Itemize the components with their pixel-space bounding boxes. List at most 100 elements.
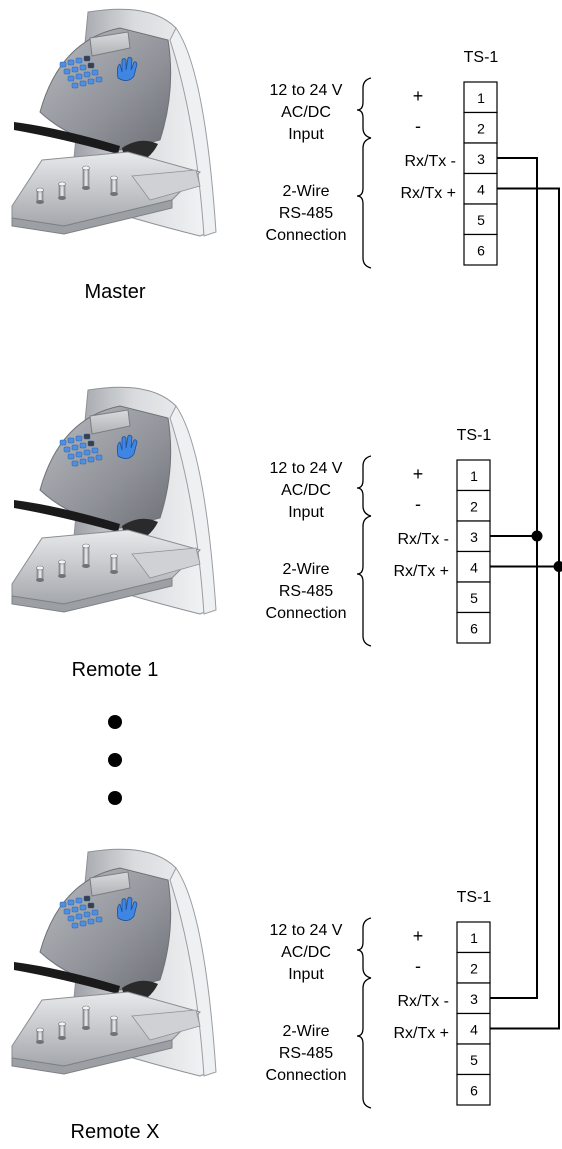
terminal-block-label: TS-1 — [464, 49, 499, 66]
keypad-key — [88, 79, 94, 84]
keypad-key — [96, 77, 102, 82]
time-clock-reader — [12, 849, 216, 1076]
terminal-pin-number: 4 — [477, 182, 485, 198]
power-label-line: AC/DC — [281, 104, 331, 121]
keypad-key — [68, 900, 74, 905]
terminal-pin-number: 3 — [470, 529, 478, 545]
rx-plus-label: Rx/Tx + — [393, 1025, 449, 1042]
finger-peg — [83, 168, 89, 188]
power-label-line: AC/DC — [281, 482, 331, 499]
keypad-key — [84, 434, 90, 439]
keypad-key — [88, 919, 94, 924]
rx-minus-junction-dot — [532, 531, 543, 542]
ellipsis-dot — [108, 715, 122, 729]
keypad-key — [76, 74, 82, 79]
keypad-key — [80, 81, 86, 86]
comm-label-line: 2-Wire — [282, 183, 329, 200]
terminal-pin-number: 3 — [470, 991, 478, 1007]
terminal-pin-number: 1 — [470, 468, 478, 484]
comm-label-line: RS-485 — [279, 583, 333, 600]
keypad-key — [88, 441, 94, 446]
terminal-pin-number: 6 — [470, 1083, 478, 1099]
terminal-pin-number: 1 — [477, 90, 485, 106]
plus-label: + — [413, 926, 424, 946]
comm-label-line: 2-Wire — [282, 1023, 329, 1040]
unit-caption: Remote 1 — [72, 659, 159, 681]
terminal-pin-number: 1 — [470, 930, 478, 946]
rx-plus-label: Rx/Tx + — [400, 185, 456, 202]
power-brace — [357, 78, 371, 138]
keypad-key — [92, 910, 98, 915]
terminal-pin-number: 4 — [470, 1022, 478, 1038]
keypad-key — [76, 58, 82, 63]
rx-minus-label: Rx/Tx - — [397, 531, 449, 548]
keypad-key — [80, 921, 86, 926]
keypad-key — [84, 896, 90, 901]
keypad-key — [84, 56, 90, 61]
keypad-key — [88, 457, 94, 462]
keypad-key — [72, 923, 78, 928]
keypad-key — [92, 70, 98, 75]
terminal-pin-number: 4 — [470, 560, 478, 576]
keypad-key — [60, 440, 66, 445]
comm-brace — [357, 978, 371, 1108]
keypad-key — [92, 448, 98, 453]
keypad-key — [68, 60, 74, 65]
unit-caption: Remote X — [71, 1121, 160, 1143]
power-label-line: 12 to 24 V — [270, 460, 343, 477]
ellipsis-dot — [108, 753, 122, 767]
unit-caption: Master — [84, 281, 145, 303]
keypad-key — [72, 461, 78, 466]
terminal-pin-number: 3 — [477, 151, 485, 167]
keypad-key — [96, 455, 102, 460]
terminal-pin-number: 5 — [477, 212, 485, 228]
comm-label-line: RS-485 — [279, 205, 333, 222]
comm-label-line: Connection — [266, 605, 347, 622]
power-brace — [357, 918, 371, 978]
keypad-key — [76, 898, 82, 903]
power-label-line: 12 to 24 V — [270, 82, 343, 99]
rx-minus-label: Rx/Tx - — [404, 153, 456, 170]
keypad-key — [72, 83, 78, 88]
comm-label-line: 2-Wire — [282, 561, 329, 578]
keypad-key — [72, 67, 78, 72]
keypad-key — [68, 454, 74, 459]
power-label-line: Input — [288, 504, 324, 521]
rx-plus-junction-dot — [554, 561, 562, 572]
rx-minus-bus-wire — [490, 158, 537, 998]
comm-label-line: Connection — [266, 227, 347, 244]
keypad-key — [80, 905, 86, 910]
keypad-key — [88, 63, 94, 68]
keypad-key — [80, 443, 86, 448]
plus-label: + — [413, 86, 424, 106]
terminal-pin-number: 2 — [477, 121, 485, 137]
keypad-key — [76, 436, 82, 441]
keypad-key — [76, 452, 82, 457]
minus-label: - — [415, 116, 421, 136]
ellipsis-dot — [108, 791, 122, 805]
finger-peg — [83, 1008, 89, 1028]
power-label-line: 12 to 24 V — [270, 922, 343, 939]
terminal-pin-number: 2 — [470, 961, 478, 977]
keypad-key — [60, 902, 66, 907]
comm-brace — [357, 138, 371, 268]
time-clock-reader — [12, 9, 216, 236]
keypad-key — [64, 69, 70, 74]
power-brace — [357, 456, 371, 516]
keypad-key — [88, 903, 94, 908]
keypad-key — [84, 72, 90, 77]
wires-layer — [490, 158, 562, 1029]
minus-label: - — [415, 956, 421, 976]
keypad-key — [80, 459, 86, 464]
rx-plus-bus-wire — [490, 189, 559, 1029]
plus-label: + — [413, 464, 424, 484]
rx-minus-label: Rx/Tx - — [397, 993, 449, 1010]
comm-label-line: RS-485 — [279, 1045, 333, 1062]
